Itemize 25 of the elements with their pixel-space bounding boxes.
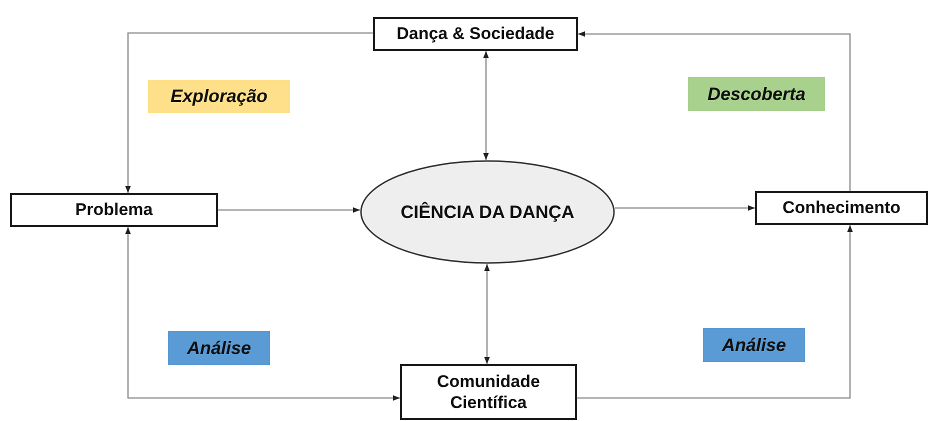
tag-text: Análise bbox=[722, 334, 786, 356]
node-label: CIÊNCIA DA DANÇA bbox=[400, 202, 574, 222]
tag-text: Análise bbox=[186, 338, 252, 358]
process-box bbox=[10, 193, 218, 227]
arrow bbox=[483, 51, 489, 160]
highlight-tag bbox=[148, 80, 290, 113]
node-label: Problema bbox=[75, 199, 153, 221]
arrow bbox=[577, 225, 853, 399]
tag-text: Descoberta bbox=[707, 84, 806, 104]
arrow bbox=[484, 264, 490, 364]
process-box bbox=[400, 364, 577, 420]
highlight-tag bbox=[688, 77, 825, 111]
arrow bbox=[218, 207, 360, 213]
arrow bbox=[125, 227, 400, 401]
node-label: Dança & Sociedade bbox=[396, 23, 554, 45]
highlight-tag bbox=[168, 331, 270, 365]
highlight-tag bbox=[703, 328, 805, 362]
process-box bbox=[755, 191, 928, 225]
process-box bbox=[373, 17, 578, 51]
arrow bbox=[125, 32, 373, 193]
arrow bbox=[578, 31, 851, 191]
node-label: Comunidade Científica bbox=[436, 370, 541, 414]
arrow bbox=[615, 205, 755, 211]
tag-text: Exploração bbox=[170, 86, 268, 107]
node-label: Conhecimento bbox=[782, 197, 901, 219]
